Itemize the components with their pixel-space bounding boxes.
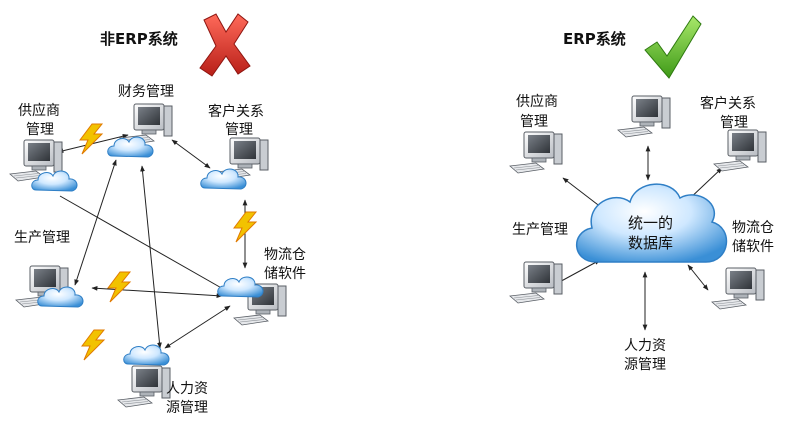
node-finance (617, 95, 671, 138)
computer-icon (711, 267, 765, 310)
node-label: 供应商 管理 (516, 93, 562, 130)
right-panel: ERP系统 统一的 数据库 供应商 管理 (509, 15, 778, 373)
cloud-icon (217, 276, 264, 298)
cloud-icon (575, 183, 728, 263)
computer-icon (117, 365, 171, 408)
edge-supplier-logistics (59, 195, 233, 295)
edge-hr-logistics (164, 305, 231, 349)
node-crm: 客户关系 管理 (200, 103, 269, 190)
computer-icon (509, 131, 563, 174)
node-label: 物流仓 储软件 (732, 220, 778, 255)
node-supplier: 供应商 管理 (9, 102, 78, 192)
red-x-icon (199, 13, 251, 77)
node-crm: 客户关系 管理 (700, 95, 767, 172)
edge-finance-crm (171, 139, 211, 169)
lightning-icon (81, 329, 105, 361)
node-label: 生产管理 (512, 222, 568, 238)
green-check-icon (644, 15, 702, 79)
lightning-icon (107, 271, 131, 303)
node-production: 生产管理 (509, 222, 568, 304)
node-label: 人力资 源管理 (624, 338, 670, 373)
node-logistics: 物流仓 储软件 (217, 247, 310, 326)
node-finance: 财务管理 (107, 84, 174, 158)
edge-production-logistics (91, 285, 223, 299)
central-database: 统一的 数据库 (575, 183, 728, 263)
cloud-icon (123, 344, 170, 366)
left-edges (57, 133, 248, 349)
left-title: 非ERP系统 (100, 30, 178, 48)
edge-logistics-db (687, 264, 709, 291)
node-label: 生产管理 (14, 230, 70, 246)
computer-icon (617, 95, 671, 138)
computer-icon (713, 129, 767, 172)
left-panel: 非ERP系统 供应商 管理 (9, 13, 310, 416)
node-label: 财务管理 (118, 84, 174, 100)
lightning-icon (79, 123, 103, 155)
node-production: 生产管理 (14, 230, 84, 308)
node-label: 客户关系 管理 (208, 103, 268, 138)
computer-icon (119, 103, 173, 146)
computer-icon (509, 261, 563, 304)
right-title: ERP系统 (563, 30, 626, 48)
node-supplier: 供应商 管理 (509, 93, 563, 174)
node-label: 客户关系 管理 (700, 95, 760, 131)
database-label: 统一的 数据库 (628, 214, 678, 252)
edge-finance-hr (140, 165, 162, 349)
node-label: 人力资 源管理 (166, 381, 212, 416)
node-hr: 人力资 源管理 (624, 338, 670, 373)
edge-finance-production (74, 159, 117, 286)
node-hr: 人力资 源管理 (117, 344, 212, 416)
node-label: 供应商 管理 (18, 102, 64, 138)
node-label: 物流仓 储软件 (264, 247, 310, 282)
node-logistics: 物流仓 储软件 (711, 220, 778, 310)
